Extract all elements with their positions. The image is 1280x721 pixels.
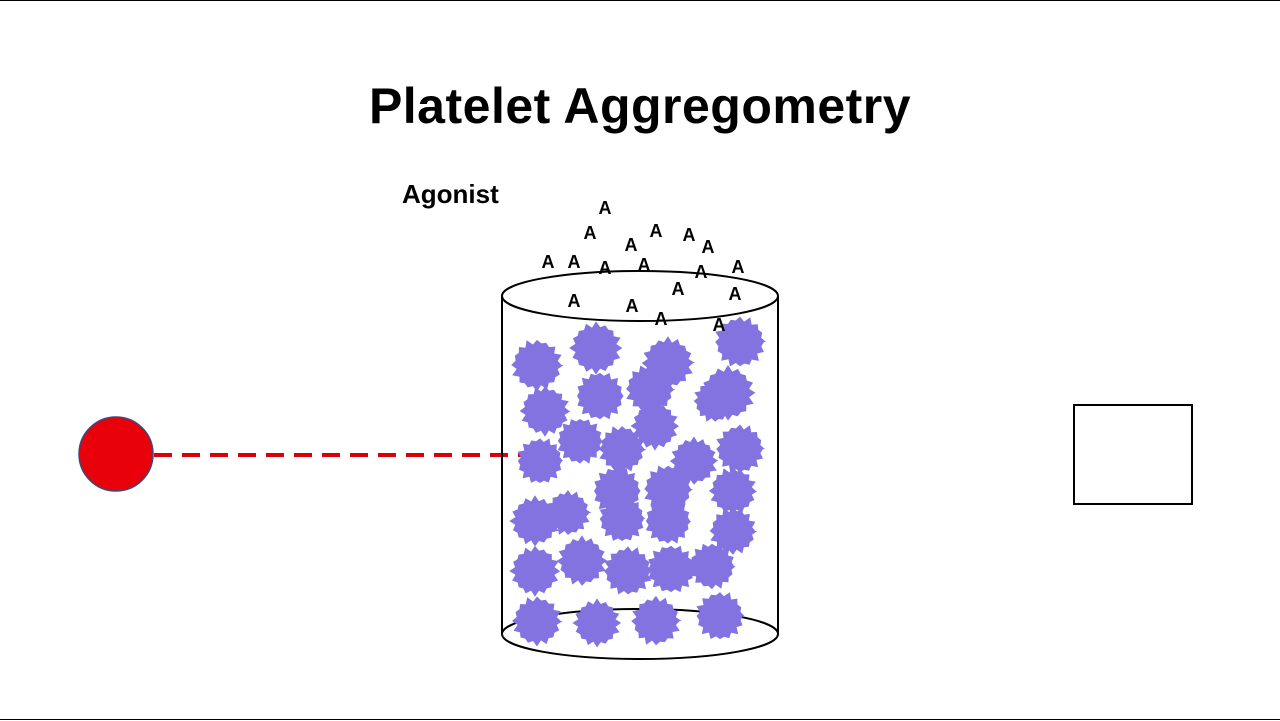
agonist-molecule: A xyxy=(732,257,745,277)
agonist-molecule: A xyxy=(713,315,726,335)
platelet xyxy=(509,495,561,547)
platelet xyxy=(604,546,654,595)
platelet xyxy=(517,438,564,483)
platelet xyxy=(509,545,561,597)
platelet xyxy=(577,372,624,420)
platelet xyxy=(598,426,647,474)
platelet xyxy=(645,499,692,544)
agonist-molecule: A xyxy=(599,198,612,218)
agonist-molecule: A xyxy=(655,309,668,329)
agonist-molecule: A xyxy=(599,258,612,278)
detector-box xyxy=(1073,404,1193,505)
agonist-molecule: A xyxy=(625,235,638,255)
platelet xyxy=(572,598,622,648)
platelet xyxy=(708,467,758,516)
light-source xyxy=(78,416,154,492)
page-title: Platelet Aggregometry xyxy=(368,78,912,134)
agonist-molecule: A xyxy=(584,223,597,243)
agonist-molecule: A xyxy=(695,262,708,282)
platelet xyxy=(689,543,736,590)
platelet xyxy=(511,339,564,392)
platelet xyxy=(709,508,758,555)
agonist-molecule: A xyxy=(683,225,696,245)
platelet xyxy=(716,424,765,473)
platelet xyxy=(569,321,623,375)
agonist-molecule: A xyxy=(650,221,663,241)
platelet xyxy=(626,365,676,414)
platelet xyxy=(556,535,608,586)
platelet xyxy=(696,592,745,640)
platelet xyxy=(644,465,693,514)
agonist-label: Agonist xyxy=(402,179,499,209)
platelet xyxy=(545,490,592,535)
agonist-molecule: A xyxy=(638,255,651,275)
agonist-molecule: A xyxy=(542,252,555,272)
platelet xyxy=(599,496,646,541)
agonist-molecule: A xyxy=(626,296,639,316)
platelet xyxy=(519,386,571,437)
platelet xyxy=(693,379,738,422)
cuvette-top xyxy=(501,270,779,322)
platelet xyxy=(557,419,604,464)
platelet-aggregates xyxy=(509,316,766,648)
agonist-molecule: A xyxy=(568,252,581,272)
agonist-molecule: A xyxy=(568,291,581,311)
agonist-molecule: A xyxy=(702,237,715,257)
platelet xyxy=(715,316,766,367)
agonist-molecule: A xyxy=(672,279,685,299)
platelet xyxy=(511,596,563,647)
platelet xyxy=(648,545,695,593)
platelet xyxy=(630,401,680,451)
platelet xyxy=(631,595,682,646)
agonist-molecule: A xyxy=(729,284,742,304)
